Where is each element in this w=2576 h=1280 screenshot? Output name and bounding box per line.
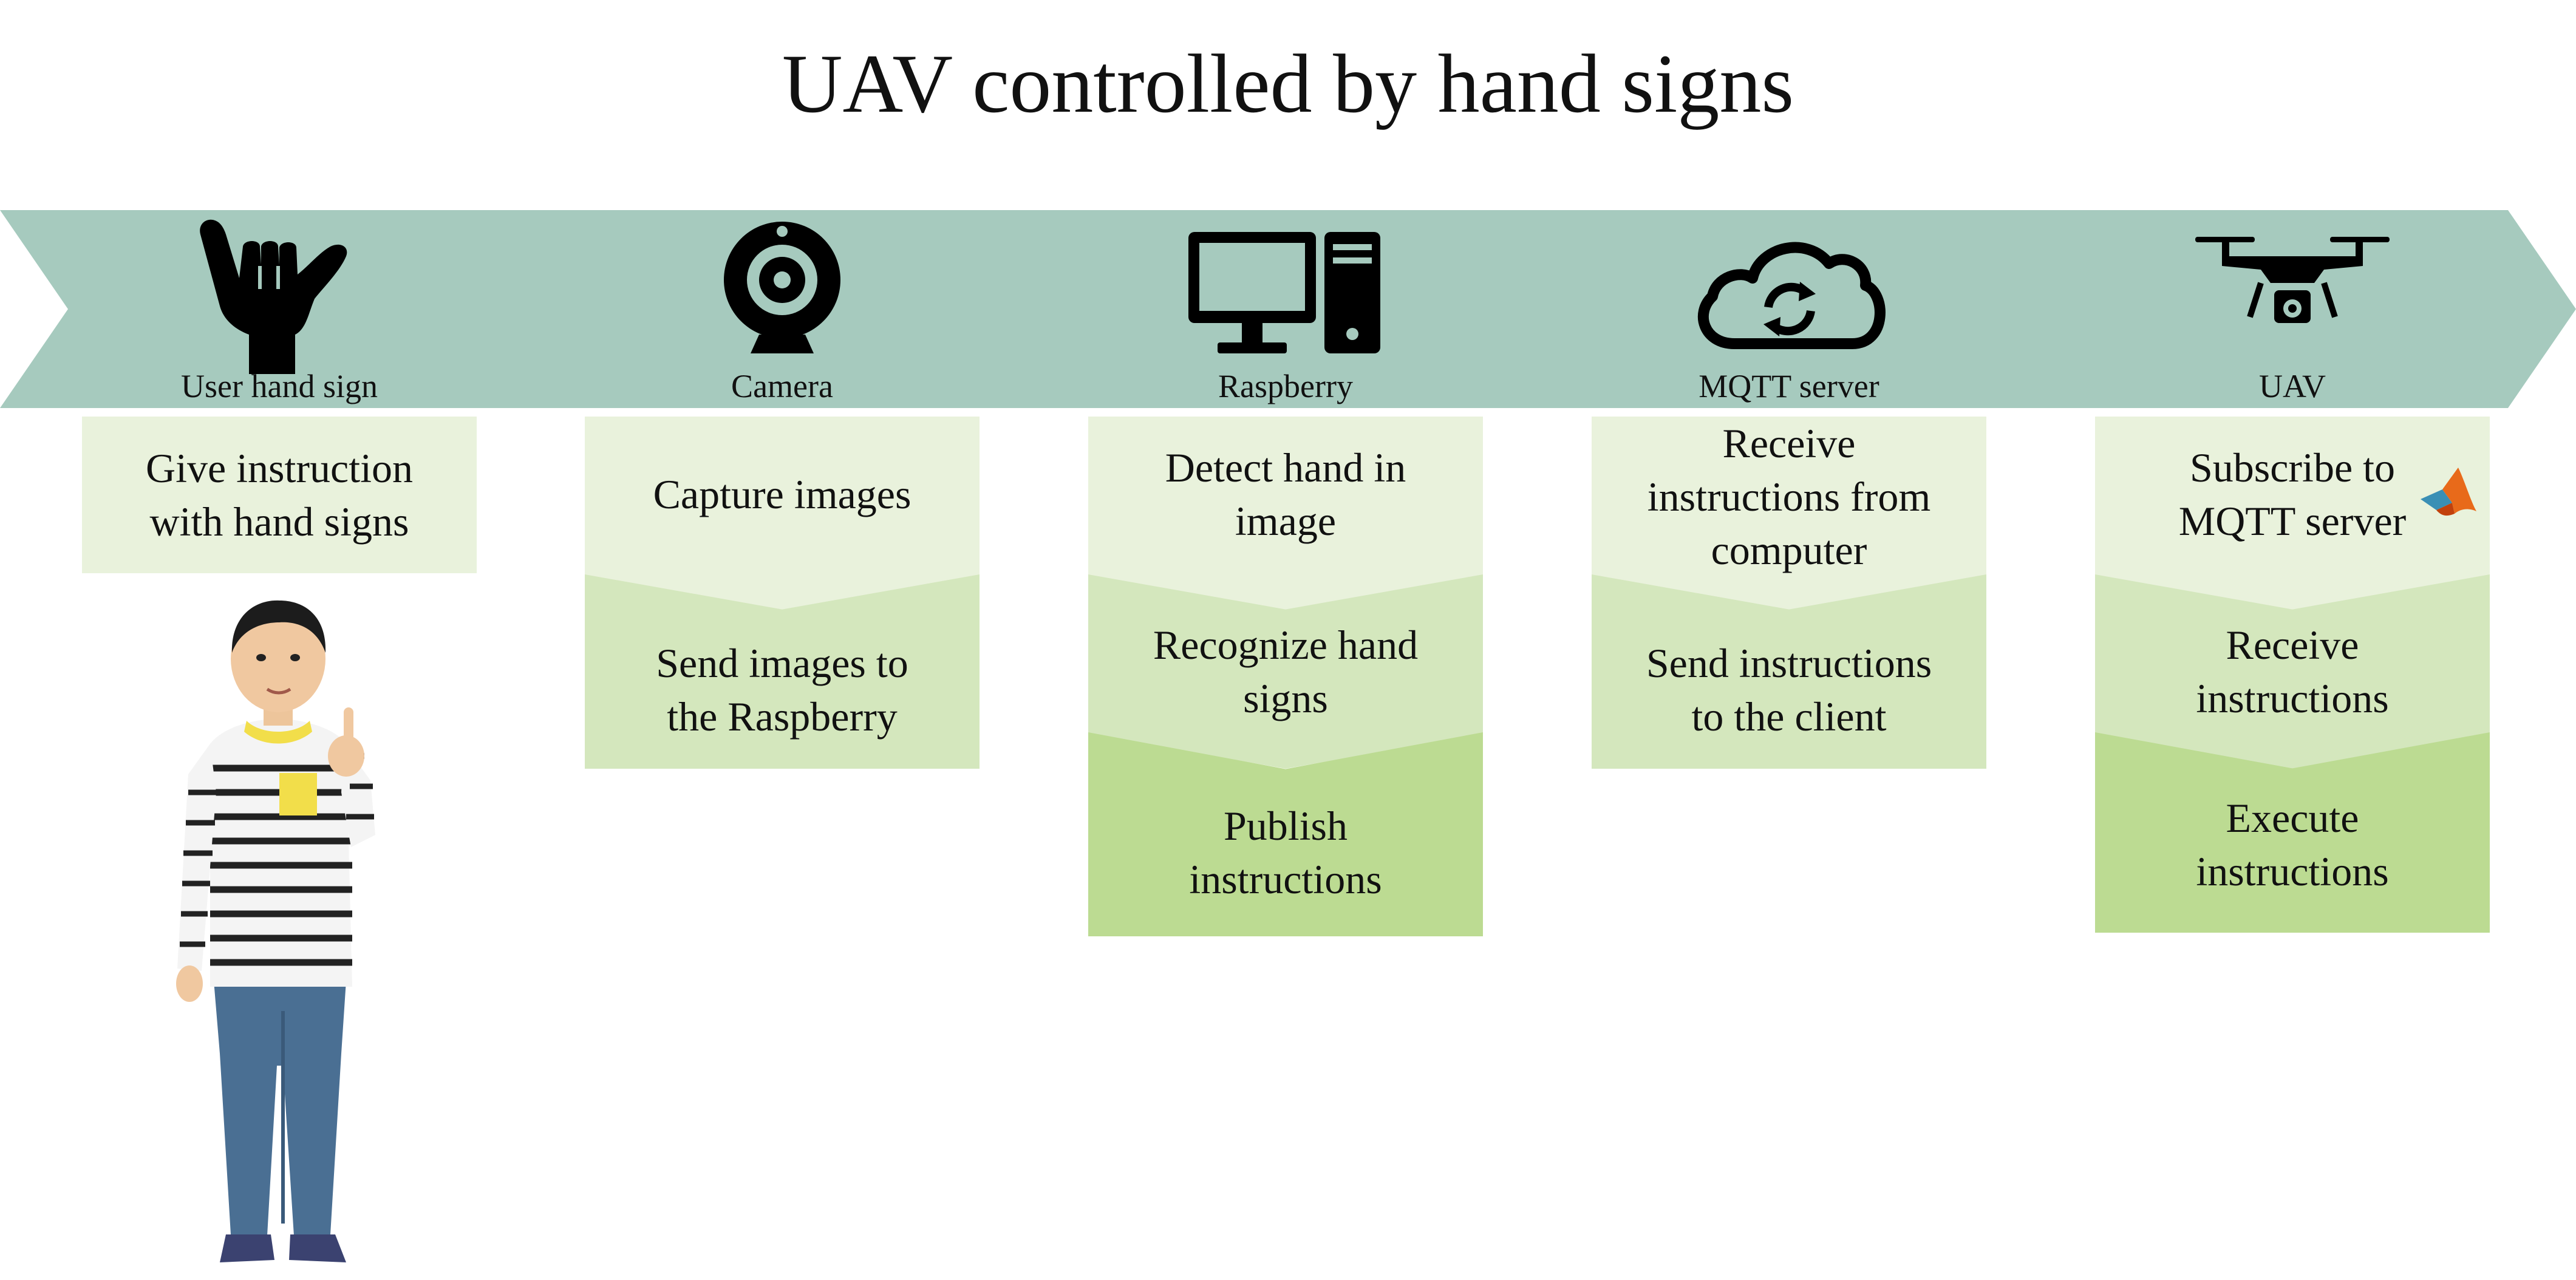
stage-label: MQTT server — [1699, 368, 1879, 404]
stage-label: UAV — [2258, 368, 2326, 404]
step-line: Recognize hand — [1153, 622, 1419, 668]
desktop-computer-icon — [1188, 232, 1380, 353]
cloud-sync-icon — [1697, 242, 1886, 349]
column-user-hand-sign: Give instruction with hand signs — [82, 417, 477, 573]
diagram-title: UAV controlled by hand signs — [782, 37, 1794, 130]
step-box: Detect hand in image — [1088, 417, 1483, 611]
child-photo — [176, 600, 375, 1262]
step-line: Give instruction — [145, 445, 414, 491]
stage-label: User hand sign — [181, 368, 378, 404]
step-box: Subscribe to MQTT server — [2095, 417, 2490, 611]
stage-label: Raspberry — [1218, 368, 1353, 404]
step-line: Send images to — [656, 640, 908, 686]
stage-user-hand-sign: User hand sign — [82, 210, 477, 408]
step-line: Send instructions — [1646, 640, 1932, 686]
step-line: Detect hand in — [1165, 444, 1406, 491]
drone-icon — [2195, 237, 2390, 323]
step-line: instructions — [2196, 848, 2389, 894]
step-line: computer — [1711, 527, 1867, 573]
step-line: the Raspberry — [667, 693, 898, 740]
column-mqtt-server: Receive instructions from computer Send … — [1592, 417, 1986, 769]
column-uav: Subscribe to MQTT server Receive instruc… — [2095, 417, 2490, 933]
step-line: Capture images — [653, 471, 911, 517]
step-line: Publish — [1223, 803, 1348, 849]
stage-uav: UAV — [2095, 210, 2490, 408]
matlab-logo-icon — [2421, 468, 2476, 516]
stage-camera: Camera — [585, 210, 980, 408]
step-box: Give instruction with hand signs — [82, 417, 477, 573]
step-box: Capture images — [585, 417, 980, 611]
step-line: signs — [1243, 675, 1328, 721]
step-line: with hand signs — [149, 499, 409, 545]
webcam-icon — [724, 222, 840, 353]
step-line: instructions from — [1647, 474, 1931, 520]
stage-label: Camera — [731, 368, 833, 404]
step-line: MQTT server — [2178, 498, 2407, 544]
column-raspberry: Detect hand in image Recognize hand sign… — [1088, 417, 1483, 936]
step-line: Receive — [1722, 420, 1856, 466]
step-line: Subscribe to — [2189, 444, 2396, 491]
step-line: image — [1235, 498, 1337, 544]
step-line: instructions — [2196, 675, 2389, 721]
step-line: Receive — [2226, 622, 2359, 668]
step-line: to the client — [1691, 693, 1887, 740]
stage-mqtt-server: MQTT server — [1592, 210, 1986, 408]
step-line: instructions — [1189, 856, 1382, 902]
column-camera: Capture images Send images to the Raspbe… — [585, 417, 980, 769]
hand-sign-icon — [200, 219, 347, 374]
step-line: Execute — [2226, 795, 2359, 841]
stage-raspberry: Raspberry — [1088, 210, 1483, 408]
step-box: Receive instructions from computer — [1592, 417, 1986, 611]
